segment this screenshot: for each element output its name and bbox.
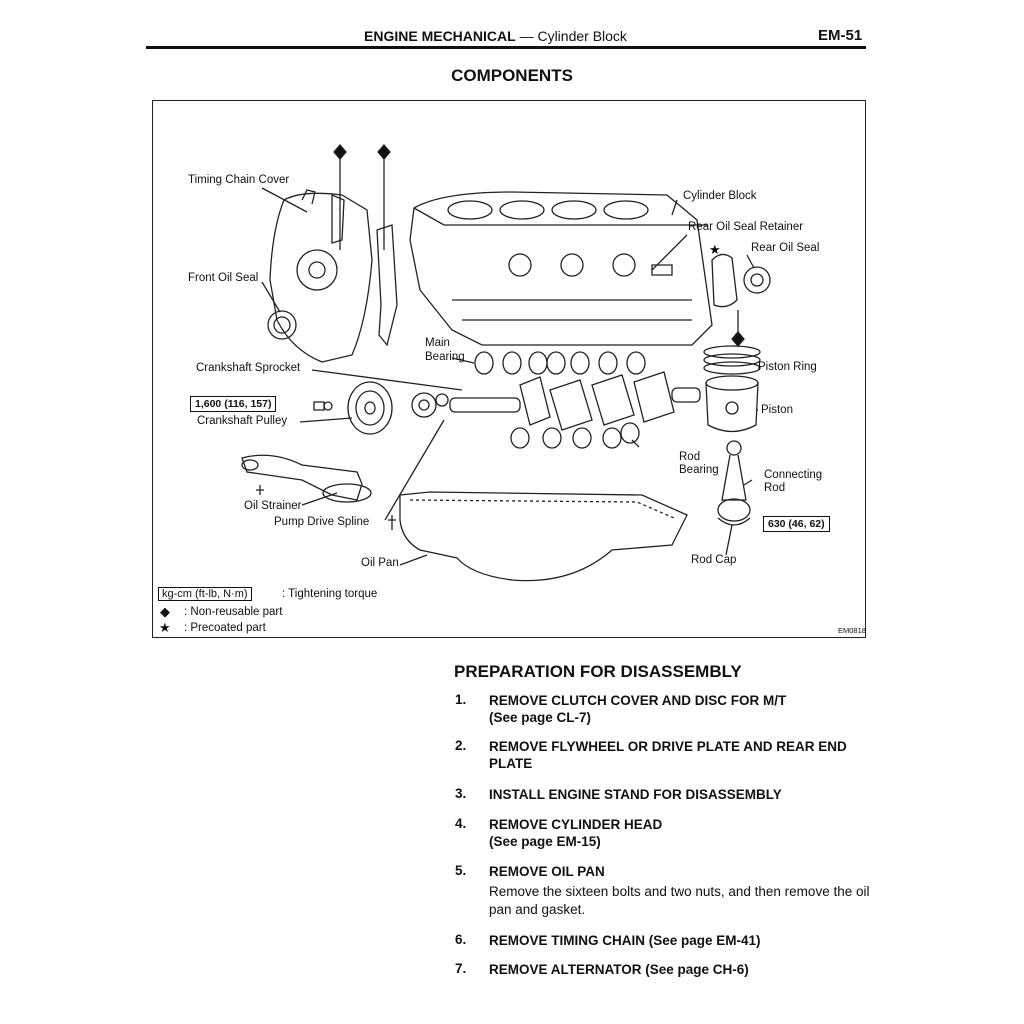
crankshaft-sprocket (411, 392, 449, 418)
step-number: 4. (455, 816, 467, 831)
step-number: 5. (455, 863, 467, 878)
label-crankshaft-pulley: Crankshaft Pulley (197, 415, 288, 427)
torque-rod-cap-box: 630 (46, 62) (763, 516, 830, 532)
label-rod-bearing-1: Rod (679, 451, 701, 463)
step-number: 7. (455, 961, 467, 976)
non-reusable-diamond-icon (731, 331, 745, 347)
legend-star-icon: ★ (159, 620, 171, 635)
header-section: ENGINE MECHANICAL (364, 28, 516, 44)
label-front-oil-seal: Front Oil Seal (188, 272, 259, 284)
torque-pulley-box: 1,600 (116, 157) (190, 396, 277, 412)
label-rear-oil-seal-retainer: Rear Oil Seal Retainer (688, 221, 804, 233)
legend-diamond-text: : Non-reusable part (184, 606, 283, 618)
label-rear-oil-seal: Rear Oil Seal (751, 242, 820, 254)
step-text: REMOVE FLYWHEEL OR DRIVE PLATE AND REAR … (489, 739, 847, 754)
figure-code: EM0818 (838, 626, 866, 635)
step-text: INSTALL ENGINE STAND FOR DISASSEMBLY (489, 787, 782, 802)
legend-star-text: : Precoated part (184, 622, 266, 634)
engine-exploded-diagram: ★ (241, 144, 771, 582)
pump-drive-spline (388, 515, 396, 530)
step-subtext: (See page EM-15) (489, 834, 601, 849)
step-text: REMOVE CYLINDER HEAD (489, 817, 663, 832)
components-title: COMPONENTS (451, 66, 573, 85)
label-cylinder-block: Cylinder Block (683, 190, 757, 202)
rear-oil-seal-retainer (711, 253, 738, 308)
piston (705, 375, 759, 433)
header-subsection: Cylinder Block (537, 28, 627, 44)
label-main-bearing-2: Bearing (425, 351, 465, 363)
step-text: REMOVE OIL PAN (489, 864, 605, 879)
label-oil-pan: Oil Pan (361, 557, 399, 569)
running-header: ENGINE MECHANICAL — Cylinder Block (364, 28, 627, 44)
header-rule (146, 46, 866, 49)
page-number: EM-51 (818, 27, 863, 44)
step-number: 3. (455, 786, 467, 801)
label-connecting-rod-1: Connecting (764, 469, 823, 481)
crankshaft-pulley (347, 381, 393, 435)
step-subtext: PLATE (489, 756, 533, 771)
label-pump-drive-spline: Pump Drive Spline (274, 516, 370, 528)
label-main-bearing-1: Main (425, 337, 450, 349)
label-rod-cap: Rod Cap (691, 554, 737, 566)
step-text: REMOVE TIMING CHAIN (See page EM-41) (489, 933, 761, 948)
preparation-title: PREPARATION FOR DISASSEMBLY (454, 662, 742, 681)
label-timing-chain-cover: Timing Chain Cover (188, 174, 290, 186)
step-number: 1. (455, 692, 467, 707)
label-piston: Piston (761, 404, 793, 416)
legend-torque-units: kg-cm (ft-lb, N·m) (158, 587, 252, 601)
step-text: REMOVE ALTERNATOR (See page CH-6) (489, 962, 749, 977)
rear-oil-seal (743, 266, 771, 294)
front-oil-seal (267, 310, 297, 340)
legend-diamond-icon: ◆ (160, 604, 170, 619)
main-bearings (474, 351, 646, 375)
step-5-body: Remove the sixteen bolts and two nuts, a… (489, 884, 870, 917)
oil-strainer (241, 454, 372, 503)
label-piston-ring: Piston Ring (758, 361, 817, 373)
label-oil-strainer: Oil Strainer (244, 500, 302, 512)
precoated-star-icon: ★ (709, 243, 721, 258)
non-reusable-diamond-icon (333, 144, 347, 160)
rod-bearings (510, 422, 640, 449)
step-subtext: (See page CL-7) (489, 710, 592, 725)
piston-rings (703, 345, 761, 375)
step-number: 6. (455, 932, 467, 947)
oil-pan (399, 491, 688, 582)
components-figure-frame (152, 100, 866, 638)
timing-chain-cover (269, 192, 373, 363)
crankshaft (449, 371, 701, 431)
rod-cap (717, 517, 751, 526)
step-number: 2. (455, 738, 467, 753)
label-rod-bearing-2: Bearing (679, 464, 719, 476)
header-dash: — (519, 28, 534, 44)
non-reusable-diamond-icon (377, 144, 391, 160)
legend-torque-text: : Tightening torque (282, 588, 378, 600)
cylinder-block (409, 191, 713, 346)
step-text: REMOVE CLUTCH COVER AND DISC FOR M/T (489, 693, 787, 708)
label-crankshaft-sprocket: Crankshaft Sprocket (196, 362, 301, 374)
label-connecting-rod-2: Rod (764, 482, 786, 494)
connecting-rod (717, 440, 751, 526)
